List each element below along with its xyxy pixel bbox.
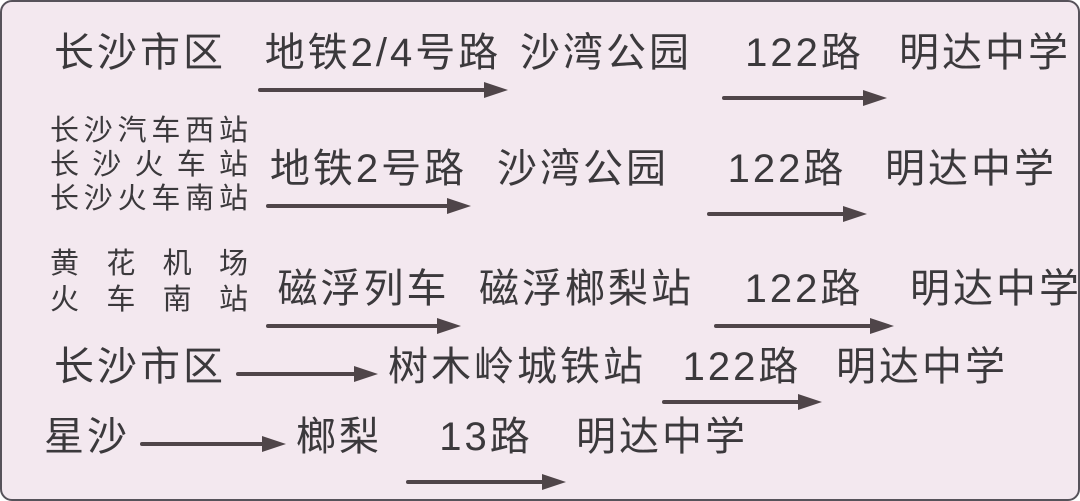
transit-label: 122路 (682, 345, 802, 389)
origin-label: 长沙市区 (54, 31, 226, 75)
transit-step: 122路 (707, 146, 867, 222)
arrow-right-icon (236, 366, 378, 382)
origin-label: 长沙市区 (54, 345, 226, 389)
destination-label: 明达中学 (899, 31, 1071, 75)
destination-label: 明达中学 (910, 267, 1080, 311)
route-row: 长沙汽车西站 长沙火车站 长沙火车南站 地铁2号路 沙湾公园 122路 明达中学 (50, 114, 1057, 222)
transit-step: 122路 (714, 266, 894, 334)
origin-stack: 黄花机场 火车南站 (50, 246, 248, 318)
transit-step: 地铁2号路 (266, 146, 471, 214)
stop-label: 沙湾公园 (520, 31, 692, 75)
origin-label: 火车南站 (50, 284, 248, 316)
arrow-right-icon (714, 318, 894, 334)
destination-label: 明达中学 (576, 415, 748, 459)
stop-label: 沙湾公园 (497, 147, 669, 191)
origin-label: 星沙 (44, 415, 130, 459)
arrow-right-icon (722, 90, 887, 106)
transit-step: 122路 (722, 30, 887, 106)
transit-step: 地铁2/4号路 (258, 30, 508, 98)
arrow-right-icon (258, 82, 508, 98)
arrow-right-icon (707, 206, 867, 222)
origin-label: 长沙汽车西站 (50, 115, 248, 147)
transit-label: 地铁2号路 (269, 147, 468, 191)
arrow-right-icon (140, 436, 286, 452)
route-row: 黄花机场 火车南站 磁浮列车 磁浮榔梨站 122路 明达中学 (50, 246, 1080, 334)
transit-label: 磁浮列车 (277, 267, 450, 311)
transit-label: 122路 (745, 31, 864, 75)
arrow-right-icon (406, 474, 566, 490)
transit-label: 地铁2/4号路 (264, 31, 502, 75)
origin-stack: 长沙汽车西站 长沙火车站 长沙火车南站 (50, 114, 248, 216)
destination-label: 明达中学 (836, 345, 1008, 389)
route-row: 长沙市区 树木岭城铁站 122路 明达中学 (54, 344, 1008, 410)
arrow-right-icon (662, 394, 822, 410)
stop-label: 树木岭城铁站 (388, 345, 646, 389)
origin-label: 长沙火车站 (50, 149, 248, 181)
route-row: 星沙 榔梨 13路 明达中学 (44, 414, 748, 490)
transit-step: 13路 (406, 414, 566, 490)
origin-label: 黄花机场 (50, 248, 248, 280)
route-row: 长沙市区 地铁2/4号路 沙湾公园 122路 明达中学 (54, 30, 1071, 106)
transit-label: 122路 (744, 267, 864, 311)
arrow-right-icon (266, 318, 461, 334)
stop-label: 榔梨 (296, 415, 382, 459)
transit-label: 122路 (727, 147, 847, 191)
transit-label: 13路 (439, 415, 533, 459)
transit-step: 磁浮列车 (266, 266, 461, 334)
transit-step: 122路 (662, 344, 822, 410)
origin-label: 长沙火车南站 (50, 183, 248, 215)
destination-label: 明达中学 (885, 147, 1057, 191)
arrow-right-icon (266, 198, 471, 214)
stop-label: 磁浮榔梨站 (479, 267, 694, 311)
